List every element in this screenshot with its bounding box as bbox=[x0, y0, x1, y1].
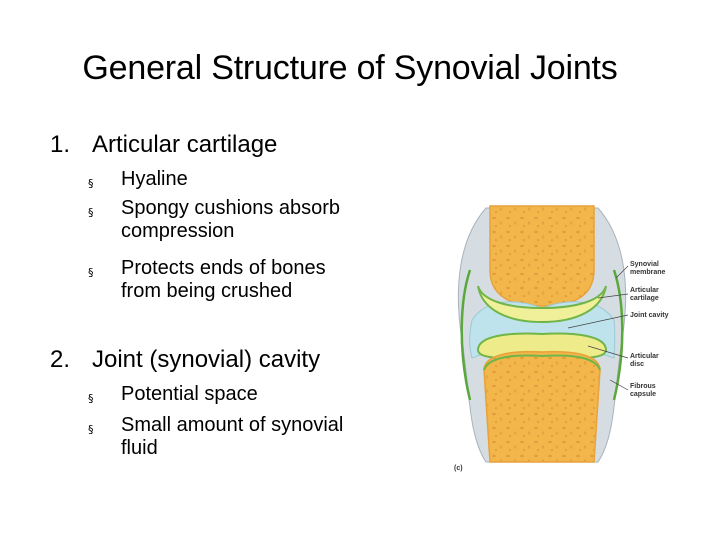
lower-cartilage-shape bbox=[483, 354, 601, 371]
bullet-text: Potential space bbox=[121, 383, 258, 405]
list-item-articular-cartilage: 1. Articular cartilage bbox=[50, 131, 277, 159]
bullet-marker: § bbox=[88, 392, 94, 405]
leader-lines bbox=[567, 265, 629, 391]
sub-bullet: § Potential space bbox=[88, 383, 388, 406]
lower-bone-shape bbox=[483, 350, 601, 463]
bullet-text: fluid bbox=[121, 437, 158, 459]
item-label: Articular cartilage bbox=[92, 131, 278, 158]
bullet-text: Small amount of synovial bbox=[121, 414, 344, 436]
label-joint-cavity: Joint cavity bbox=[630, 312, 669, 319]
list-item-joint-cavity: 2. Joint (synovial) cavity bbox=[50, 346, 320, 374]
synovial-membrane-right bbox=[612, 269, 624, 401]
bullet-text: from being crushed bbox=[121, 280, 293, 302]
bullet-marker: § bbox=[88, 266, 94, 279]
sub-bullet: § Protects ends of bones from being crus… bbox=[88, 257, 388, 303]
label-synovial-membrane-2: membrane bbox=[630, 269, 666, 276]
slide-title: General Structure of Synovial Joints bbox=[82, 49, 618, 87]
upper-cartilage-shape bbox=[477, 285, 607, 324]
sub-bullet: § Small amount of synovial fluid bbox=[88, 414, 388, 460]
label-fibrous-capsule-2: capsule bbox=[630, 391, 656, 398]
item-label: Joint (synovial) cavity bbox=[92, 346, 321, 373]
label-articular-cartilage-1: Articular bbox=[630, 287, 659, 294]
bullet-text: Spongy cushions absorb bbox=[121, 197, 341, 219]
label-fibrous-capsule-1: Fibrous bbox=[630, 383, 656, 390]
synovial-joint-illustration: Synovial membrane Articular cartilage Jo… bbox=[454, 205, 669, 472]
bullet-text: Hyaline bbox=[121, 168, 188, 190]
bullet-marker: § bbox=[88, 206, 94, 219]
upper-bone-shape bbox=[489, 205, 595, 307]
label-synovial-membrane-1: Synovial bbox=[630, 261, 659, 268]
bullet-text: Protects ends of bones bbox=[121, 257, 326, 279]
synovial-joint-figure: Synovial membrane Articular cartilage Jo… bbox=[448, 200, 680, 480]
bullet-marker: § bbox=[88, 177, 94, 190]
label-articular-disc-2: disc bbox=[630, 361, 644, 368]
label-articular-cartilage-2: cartilage bbox=[630, 295, 659, 302]
item-number: 2. bbox=[50, 346, 71, 373]
item-number: 1. bbox=[50, 131, 71, 158]
synovial-membrane-left bbox=[460, 269, 472, 401]
sub-bullet: § Spongy cushions absorb compression bbox=[88, 197, 388, 243]
panel-letter: (c) bbox=[454, 465, 463, 472]
label-articular-disc-1: Articular bbox=[630, 353, 659, 360]
sub-bullet: § Hyaline bbox=[88, 168, 388, 191]
bullet-text: compression bbox=[121, 220, 235, 242]
bullet-marker: § bbox=[88, 423, 94, 436]
